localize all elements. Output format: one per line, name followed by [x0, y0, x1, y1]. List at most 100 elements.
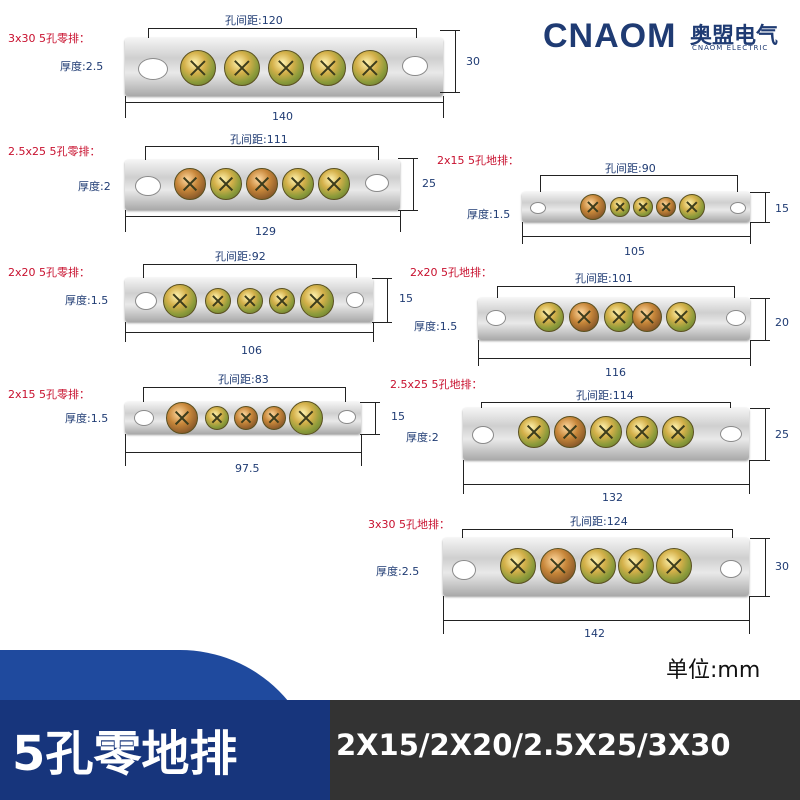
screw-icon [269, 288, 295, 314]
item-length: 129 [255, 225, 276, 238]
mount-hole [730, 202, 746, 214]
item-length: 105 [624, 245, 645, 258]
item-length: 142 [584, 627, 605, 640]
screw-icon [540, 548, 576, 584]
screw-icon [205, 406, 229, 430]
item-thickness: 厚度:2 [78, 180, 111, 193]
mount-hole [726, 310, 746, 326]
item-length: 97.5 [235, 462, 260, 475]
screw-icon [618, 548, 654, 584]
screw-icon [234, 406, 258, 430]
mount-hole [346, 292, 364, 308]
item-length: 106 [241, 344, 262, 357]
screw-icon [604, 302, 634, 332]
brand-name: CNAOM [543, 17, 677, 55]
item-title: 2.5x25 5孔地排： [390, 378, 483, 391]
mount-hole [530, 202, 546, 214]
item-height: 25 [775, 428, 789, 441]
screw-icon [569, 302, 599, 332]
banner-specs: 2X15/2X20/2.5X25/3X30 [336, 728, 731, 762]
screw-icon [224, 50, 260, 86]
item-title: 3x30 5孔零排： [8, 32, 91, 45]
item-length: 132 [602, 491, 623, 504]
item-title: 2x15 5孔零排： [8, 388, 91, 401]
item-height: 30 [466, 55, 480, 68]
item-height: 15 [391, 410, 405, 423]
mount-hole [365, 174, 389, 192]
screw-icon [300, 284, 334, 318]
screw-icon [352, 50, 388, 86]
screw-icon [632, 302, 662, 332]
screw-icon [318, 168, 350, 200]
mount-hole [134, 410, 154, 426]
screw-icon [310, 50, 346, 86]
screw-icon [282, 168, 314, 200]
screw-icon [163, 284, 197, 318]
item-hole-spacing: 孔间距:114 [576, 389, 634, 402]
screw-icon [633, 197, 653, 217]
mount-hole [402, 56, 428, 76]
screw-icon [626, 416, 658, 448]
item-height: 15 [399, 292, 413, 305]
screw-icon [210, 168, 242, 200]
brand-cn-name: 奥盟电气 [690, 24, 779, 49]
screw-icon [554, 416, 586, 448]
mount-hole [720, 426, 742, 442]
screw-icon [174, 168, 206, 200]
screw-icon [262, 406, 286, 430]
screw-icon [268, 50, 304, 86]
screw-icon [500, 548, 536, 584]
screw-icon [237, 288, 263, 314]
screw-icon [289, 401, 323, 435]
item-hole-spacing: 孔间距:92 [215, 250, 266, 263]
item-title: 3x30 5孔地排： [368, 518, 451, 531]
screw-icon [246, 168, 278, 200]
screw-icon [662, 416, 694, 448]
item-height: 20 [775, 316, 789, 329]
item-length: 140 [272, 110, 293, 123]
mount-hole [720, 560, 742, 578]
item-thickness: 厚度:2.5 [376, 565, 420, 578]
item-hole-spacing: 孔间距:83 [218, 373, 269, 386]
mount-hole [472, 426, 494, 444]
mount-hole [486, 310, 506, 326]
screw-icon [656, 197, 676, 217]
item-title: 2x20 5孔零排： [8, 266, 91, 279]
screw-icon [679, 194, 705, 220]
item-thickness: 厚度:1.5 [414, 320, 458, 333]
item-thickness: 厚度:2 [406, 431, 439, 444]
mount-hole [452, 560, 476, 580]
item-height: 15 [775, 202, 789, 215]
screw-icon [518, 416, 550, 448]
screw-icon [590, 416, 622, 448]
item-hole-spacing: 孔间距:101 [575, 272, 633, 285]
item-height: 25 [422, 177, 436, 190]
mount-hole [135, 176, 161, 196]
item-title: 2x20 5孔地排： [410, 266, 493, 279]
brand-logo: CNAOM [543, 17, 676, 56]
screw-icon [666, 302, 696, 332]
item-title: 2.5x25 5孔零排： [8, 145, 101, 158]
screw-icon [656, 548, 692, 584]
item-hole-spacing: 孔间距:90 [605, 162, 656, 175]
item-length: 116 [605, 366, 626, 379]
banner-title: 5孔零地排 [12, 726, 238, 782]
spec-banner [320, 700, 800, 800]
screw-icon [534, 302, 564, 332]
item-height: 30 [775, 560, 789, 573]
mount-hole [338, 410, 356, 424]
item-title: 2x15 5孔地排： [437, 154, 520, 167]
screw-icon [205, 288, 231, 314]
screw-icon [180, 50, 216, 86]
screw-icon [166, 402, 198, 434]
screw-icon [580, 194, 606, 220]
mount-hole [138, 58, 168, 80]
brand-en-name: CNAOM ELECTRIC [692, 44, 769, 52]
item-hole-spacing: 孔间距:124 [570, 515, 628, 528]
item-hole-spacing: 孔间距:120 [225, 14, 283, 27]
item-thickness: 厚度:1.5 [65, 412, 109, 425]
item-thickness: 厚度:1.5 [467, 208, 511, 221]
item-thickness: 厚度:1.5 [65, 294, 109, 307]
item-thickness: 厚度:2.5 [60, 60, 104, 73]
screw-icon [580, 548, 616, 584]
